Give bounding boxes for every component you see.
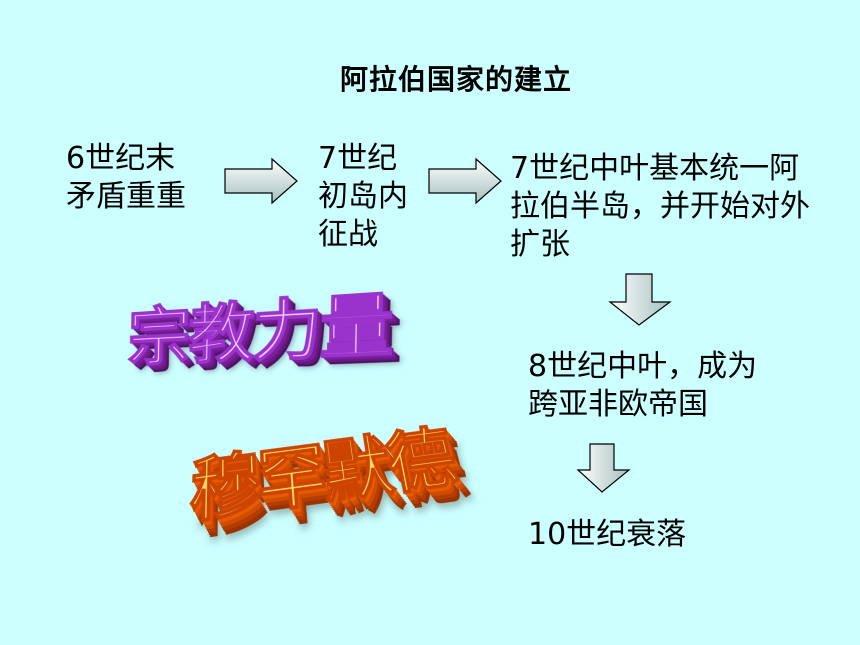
wordart-muhammad: 穆罕默德 — [187, 418, 461, 534]
down-arrow-icon — [608, 273, 672, 326]
right-arrow-icon — [428, 157, 502, 205]
slide-title: 阿拉伯国家的建立 — [340, 63, 573, 96]
step-mid-8th-century: 8世纪中叶，成为 跨亚非欧帝国 — [528, 349, 758, 422]
step-late-6th-century: 6世纪末 矛盾重重 — [66, 141, 186, 214]
wordart-religious-power: 宗教力量 — [127, 284, 393, 376]
step-10th-century: 10世纪衰落 — [528, 517, 687, 552]
step-early-7th-century: 7世纪 初岛内 征战 — [318, 141, 408, 252]
right-arrow-icon — [224, 157, 298, 205]
step-mid-7th-century: 7世纪中叶基本统一阿 拉伯半岛，并开始对外 扩张 — [510, 151, 810, 262]
down-arrow-icon — [576, 443, 631, 493]
